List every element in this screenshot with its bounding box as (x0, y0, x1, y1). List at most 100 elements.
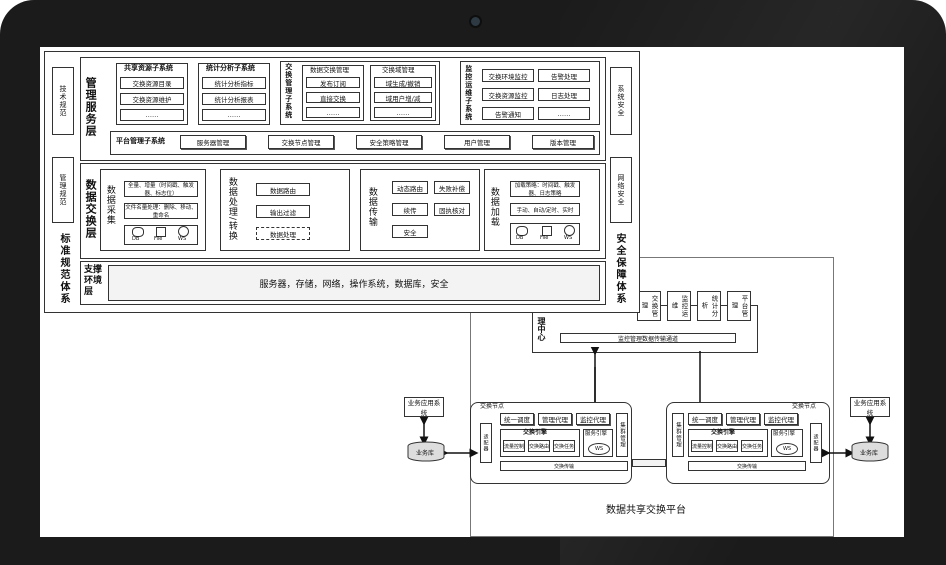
node-right-adapter: 适配器 (810, 423, 822, 463)
share-item-2: 交换资源维护 (120, 93, 184, 105)
node-label-right: 交换节点 (792, 403, 817, 410)
exchange-layer-label: 数据交换层 (84, 179, 98, 239)
collect-ws-icon (178, 226, 189, 237)
node-left-collect: 集群管理 (616, 413, 628, 457)
mgmt-spec-box: 管理规范 (52, 157, 74, 223)
collect-item-1: 全量、增量（时间戳、触发器、标志位） (124, 181, 198, 197)
node-left-adapter: 适配器 (480, 423, 492, 463)
node-left-engine-label: 交换引擎 (523, 429, 548, 436)
node-right-schedule: 统一调度 (688, 413, 722, 425)
node-left-mgmt-agent: 管理代理 (538, 413, 572, 425)
node-left-part-1: 流量控制 (503, 440, 525, 452)
node-left-service-label: 服务引擎 (585, 431, 608, 437)
exch-col2-item-1: 域生成/撤销 (374, 77, 432, 88)
biz-db-left-label: 业务库 (416, 450, 435, 457)
node-link (632, 459, 666, 467)
biz-system-right: 业务应用系统 (850, 397, 890, 417)
mgmt-center-label: 理中心 (537, 317, 546, 341)
collect-title: 数据采集 (104, 185, 115, 225)
exch-col1-item-3: …… (306, 107, 360, 118)
node-right-transport: 交换传输 (688, 461, 806, 471)
node-left-ws: WS (588, 443, 610, 455)
node-left-part-3: 交换任务 (553, 440, 575, 452)
node-right-part-3: 交换任务 (741, 440, 763, 452)
load-item-2: 手动、自动/定时、实时 (510, 203, 580, 216)
transfer-item-2: 失败补偿 (434, 181, 470, 194)
exch-col1-item-1: 发布订阅 (306, 77, 360, 88)
load-item-1: 加载策略：时间戳、触发器、日志策略 (510, 181, 580, 197)
exch-col2-item-3: …… (374, 107, 432, 118)
mgmt-layer-label: 管理服务层 (84, 77, 98, 137)
node-left-part-2: 交换路由 (528, 440, 550, 452)
tech-spec-box: 技术规范 (52, 67, 74, 135)
transfer-title: 数据传输 (366, 187, 377, 227)
stat-sub-title: 统计分析子系统 (206, 64, 255, 72)
security-system-label: 安全保障体系 (614, 233, 625, 305)
center-item-stats: 统计分析 (697, 291, 721, 321)
process-title: 数据处理/转换 (226, 177, 237, 242)
net-security-box: 网络安全 (610, 157, 632, 223)
support-layer-label: 支撑环境层 (84, 265, 103, 297)
transfer-item-4: 固执核对 (434, 203, 470, 216)
collect-file-label: File (154, 236, 163, 242)
biz-db-right-icon (851, 441, 889, 462)
node-right-ws: WS (776, 443, 798, 455)
monitor-item-2: 告警处理 (538, 69, 590, 82)
process-item-2: 输出过滤 (256, 205, 310, 218)
share-item-1: 交换资源目录 (120, 77, 184, 89)
collect-ws-label: WS (178, 236, 187, 242)
channel-box: 监控管理数据传输通道 (560, 333, 736, 343)
exch-col1-item-2: 直接交换 (306, 92, 360, 103)
platform-item-3: 安全策略管理 (356, 135, 422, 149)
stat-item-1: 统计分析指标 (202, 77, 266, 89)
center-item-monitor: 监控运维 (667, 291, 691, 321)
monitor-sub-title: 监控运维子系统 (464, 65, 473, 121)
monitor-item-5: 告警通知 (482, 107, 534, 120)
std-system-label: 标准规范体系 (58, 233, 69, 305)
load-db-icon (516, 226, 528, 236)
transfer-item-3: 续传 (392, 203, 428, 216)
transfer-item-1: 动态路由 (392, 181, 428, 194)
camera-icon (469, 15, 482, 28)
process-item-1: 数据路由 (256, 183, 310, 196)
load-file-icon (542, 226, 552, 236)
stat-item-2: 统计分析报表 (202, 93, 266, 105)
center-item-exchange: 交换管理 (637, 291, 661, 321)
load-ws-label: WS (564, 235, 573, 241)
node-right-part-2: 交换路由 (716, 440, 738, 452)
biz-system-left: 业务应用系统 (404, 397, 444, 417)
exch-mgmt-sub-title: 交换管理子系统 (284, 63, 293, 119)
exch-col1-title: 数据交换管理 (310, 66, 349, 74)
stat-item-3: …… (202, 109, 266, 121)
biz-left-arrows (419, 417, 479, 458)
exch-col2-item-2: 域用户增/减 (374, 92, 432, 103)
biz-right-arrows (822, 417, 875, 458)
node-left-monitor-agent: 监控代理 (576, 413, 610, 425)
monitor-item-4: 日志处理 (538, 88, 590, 101)
collect-file-icon (156, 227, 166, 237)
process-item-3: 数据处理 (256, 227, 310, 240)
share-sub-title: 共享资源子系统 (124, 64, 173, 72)
node-right-collect: 集群管理 (672, 413, 684, 457)
laptop-screen: 理中心 交换管理 监控运维 统计分析 平台管理 监控管理数据传输通道 交换节点 … (40, 47, 904, 537)
node-label-left: 交换节点 (480, 403, 505, 410)
support-content: 服务器，存储，网络，操作系统，数据库，安全 (108, 265, 600, 301)
biz-db-left-icon (407, 441, 445, 462)
node-right-monitor-agent: 监控代理 (764, 413, 798, 425)
node-left-schedule: 统一调度 (500, 413, 534, 425)
platform-item-1: 服务器管理 (180, 135, 246, 149)
share-item-3: …… (120, 109, 184, 121)
platform-item-5: 版本管理 (532, 135, 594, 149)
collect-item-2: 文件名量处理：删除、移动、重命名 (124, 203, 198, 219)
node-right-part-1: 流量控制 (691, 440, 713, 452)
platform-title: 数据共享交换平台 (606, 505, 686, 516)
collect-db-label: DB (132, 236, 140, 242)
transfer-item-5: 安全 (392, 225, 428, 238)
node-right-engine-label: 交换引擎 (711, 429, 736, 436)
platform-sub-title: 平台管理子系统 (116, 137, 165, 145)
collect-db-icon (132, 227, 144, 237)
node-right-mgmt-agent: 管理代理 (726, 413, 760, 425)
monitor-item-1: 交换环境监控 (482, 69, 534, 82)
exch-col2-title: 交换域管理 (382, 66, 415, 74)
monitor-item-3: 交换资源监控 (482, 88, 534, 101)
